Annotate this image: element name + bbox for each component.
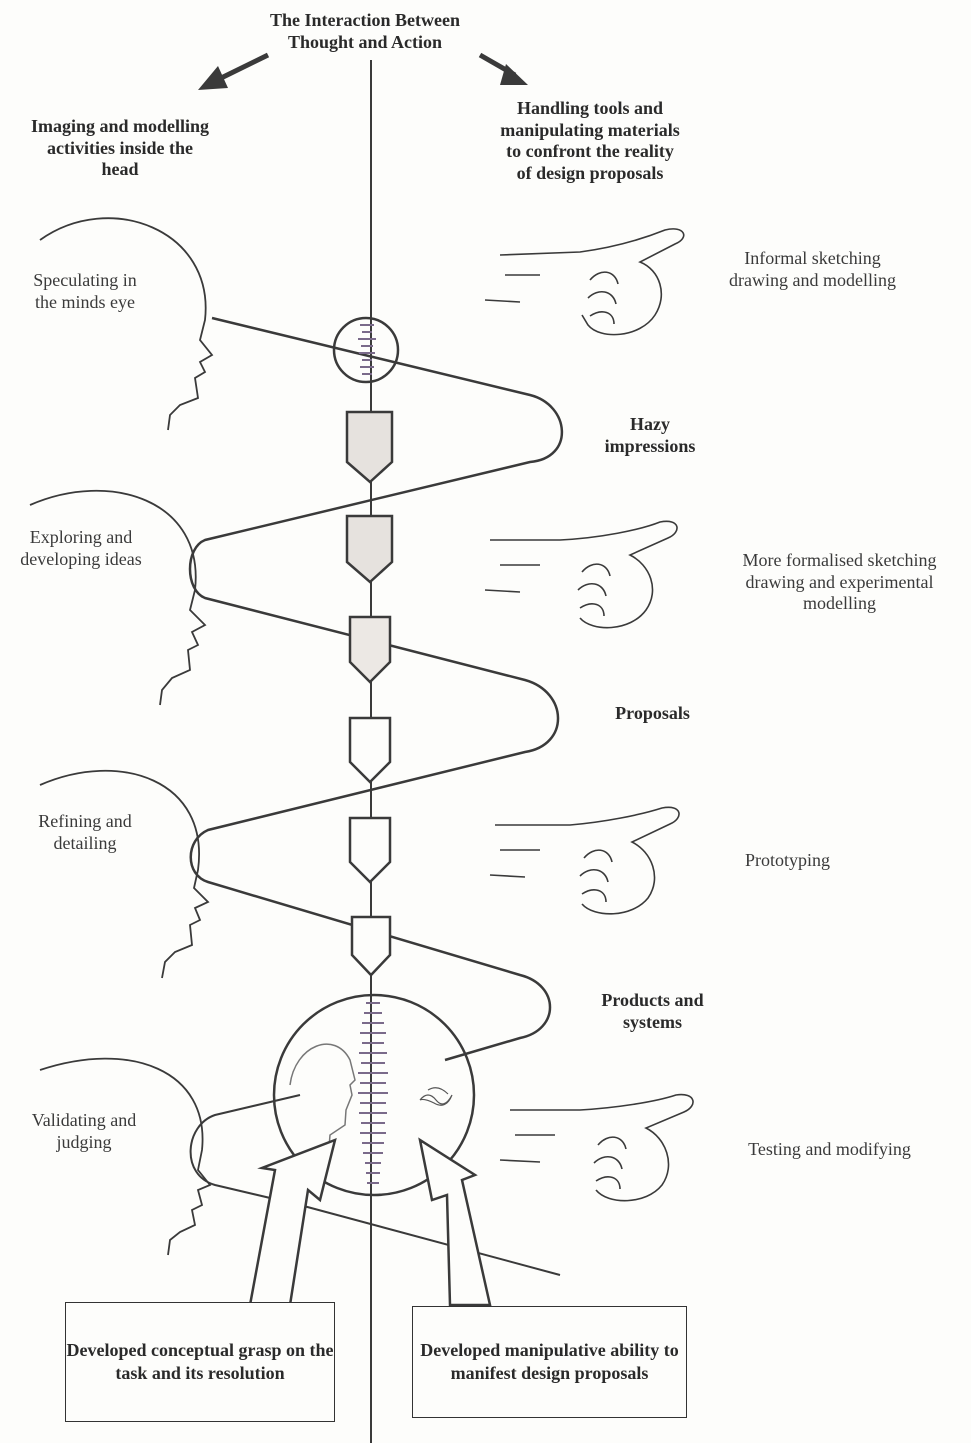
nib-1 [347,412,392,482]
head-icon-2 [30,491,205,705]
right-stage-informal: Informal sketching drawing and modelling [700,248,925,291]
initial-idea-hatching [358,325,376,374]
manipulative-ability-box: Developed manipulative ability to manife… [412,1306,687,1418]
head-icon-4 [40,1059,210,1255]
left-column-heading: Imaging and modelling activities inside … [5,116,235,181]
head-icon-3 [40,771,208,978]
right-column-heading: Handling tools and manipulating material… [470,98,710,184]
right-stage-testing: Testing and modifying [722,1139,937,1161]
label-proposals: Proposals [590,703,715,725]
right-stage-formalised: More formalised sketching drawing and ex… [712,550,967,615]
head-profiles [30,218,212,1255]
nib-2 [347,516,392,582]
sphere-hatching [358,1003,388,1183]
hand-icon-2 [485,521,677,627]
left-stage-refining: Refining and detailing [15,811,155,854]
conceptual-grasp-box: Developed conceptual grasp on the task a… [65,1302,335,1422]
nib-4 [350,718,390,782]
nib-6 [352,917,390,975]
hand-icon-1 [485,229,684,335]
conceptual-arrow-icon [250,1140,335,1305]
nib-3 [350,617,390,682]
inner-head-icon [290,1044,355,1160]
right-arrow-icon [480,55,528,85]
left-stage-exploring: Exploring and developing ideas [0,527,162,570]
head-icon-1 [40,218,212,430]
hand-icon-3 [490,807,679,914]
left-stage-validating: Validating and judging [10,1110,158,1153]
testing-line [300,1205,560,1275]
left-arrow-icon [198,55,268,90]
nib-5 [350,818,390,882]
label-hazy-impressions: Hazy impressions [580,414,720,457]
manipulative-arrow-icon [420,1140,490,1305]
right-stage-prototyping: Prototyping [720,850,855,872]
sketch-mark-icon [420,1088,452,1105]
diagram-title: The Interaction Between Thought and Acti… [240,10,490,53]
label-products-systems: Products and systems [580,990,725,1033]
hand-icon-4 [500,1095,693,1201]
left-stage-speculating: Speculating in the minds eye [10,270,160,313]
